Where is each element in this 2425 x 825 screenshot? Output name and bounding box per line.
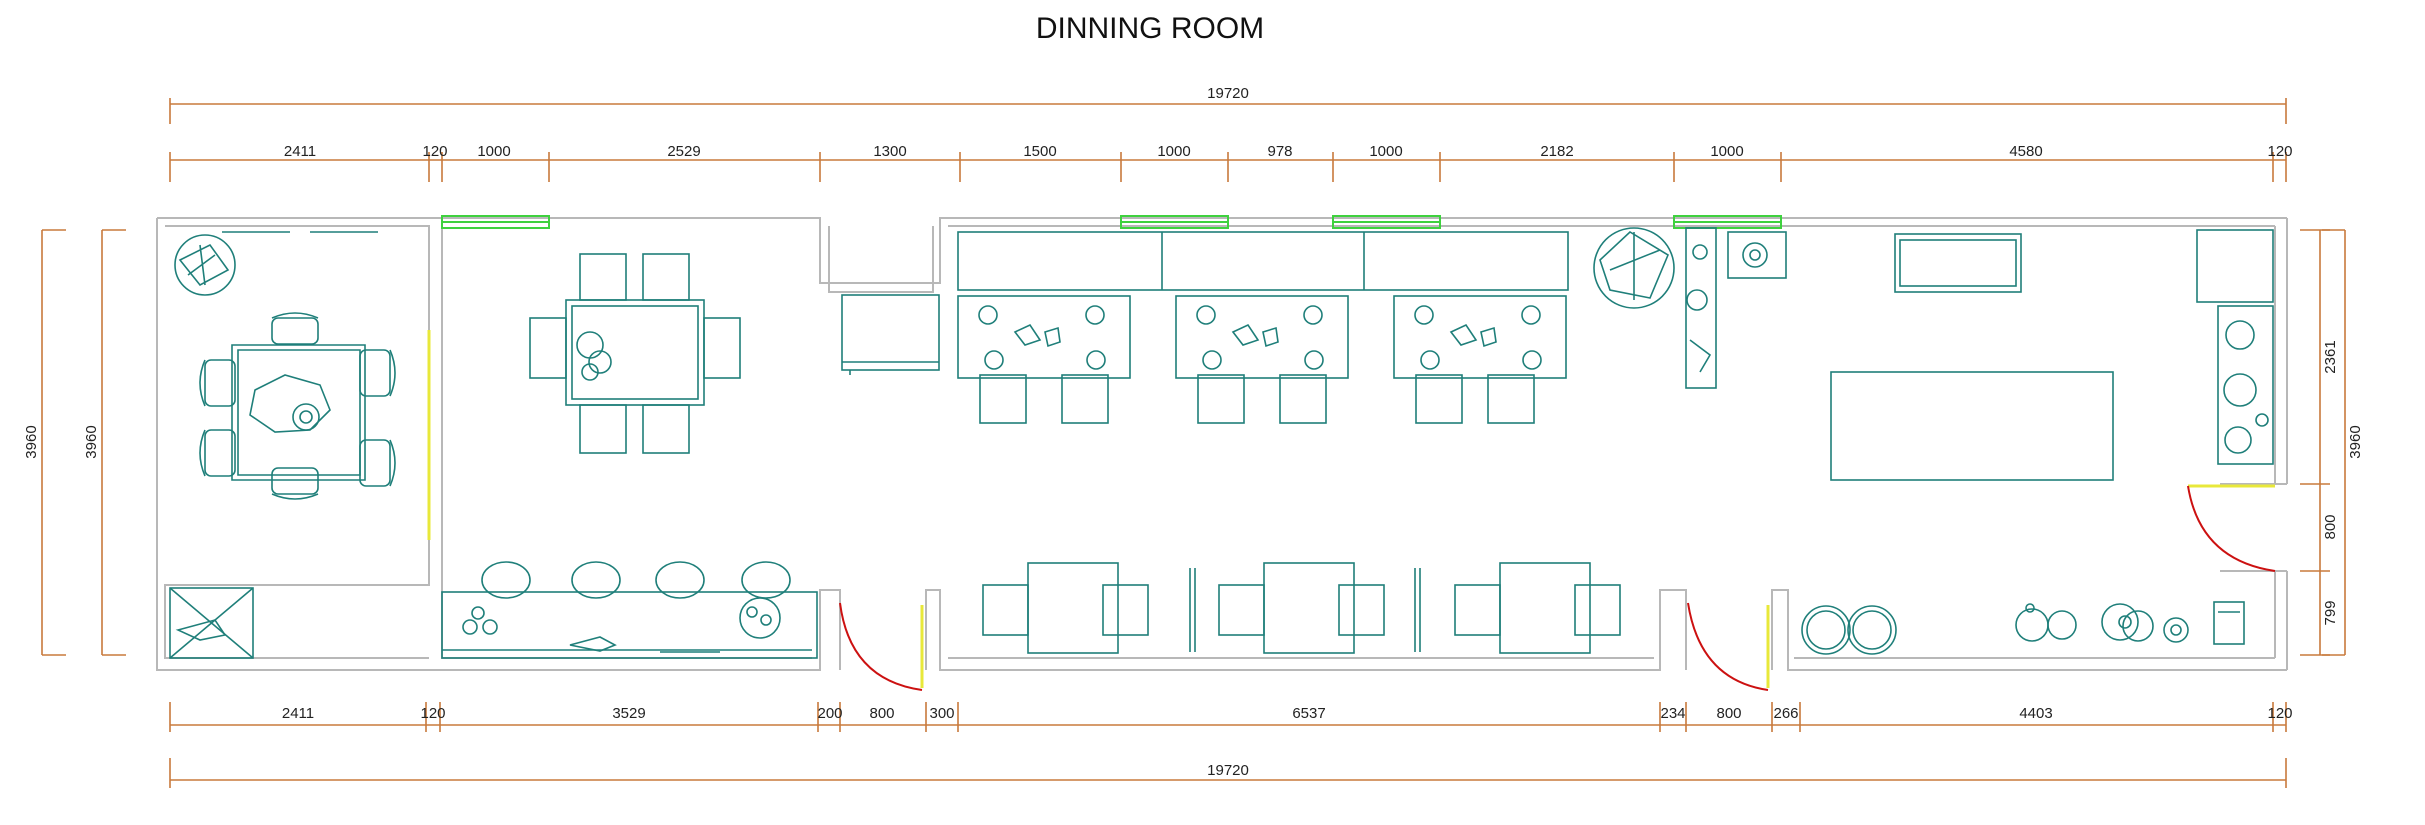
dim-bottom-12: 120 [2267,705,2292,722]
planter-shelf [2217,305,2274,465]
chair-18 [1487,374,1535,424]
display-shelf [1685,227,1717,389]
dim-bottom-10: 266 [1773,705,1798,722]
chair-8 [642,253,690,301]
dim-right-3: 799 [2322,600,2339,625]
small-table-1 [1027,562,1119,654]
plan-title: DINNING ROOM [1036,12,1264,45]
chair-5 [359,349,396,397]
tea-set [2101,603,2189,643]
chair-4 [199,429,236,477]
plant-2 [1593,227,1675,309]
chair-23 [1454,584,1501,636]
chair-11 [529,317,567,379]
dining-table-1 [231,344,366,481]
storage-box [169,587,254,659]
wall-counter [957,231,1569,291]
dim-bottom-4: 200 [817,705,842,722]
dim-top-6: 1500 [1023,143,1056,160]
side-table [1727,231,1787,279]
dim-bottom-3: 3529 [612,705,645,722]
cabinet [841,294,940,375]
chair-1 [271,312,319,345]
dim-left-outer: 3960 [23,425,40,458]
dim-bottom-6: 300 [929,705,954,722]
door-swing-1 [839,602,923,691]
dim-top-4: 2529 [667,143,700,160]
dim-top-1: 2411 [284,143,316,160]
dim-top-13: 120 [2267,143,2292,160]
chair-16 [1279,374,1327,424]
dim-bottom-5: 800 [869,705,894,722]
chair-24 [1574,584,1621,636]
chair-2 [271,467,319,500]
right-cabinet [2196,229,2274,303]
dim-top-8: 978 [1267,143,1292,160]
booth-table-3 [1393,295,1567,379]
bar-stool-3 [655,561,705,599]
chair-10 [642,404,690,454]
dim-top-12: 4580 [2009,143,2042,160]
dimension-lines [41,98,2346,788]
kettle [2015,603,2077,642]
chair-13 [979,374,1027,424]
dim-right-2: 800 [2322,514,2339,539]
walls [156,217,2288,671]
dim-top-11: 1000 [1710,143,1743,160]
dining-table-2 [565,299,705,406]
dim-bottom-8: 234 [1660,705,1685,722]
door-swing-2 [1687,602,1769,691]
chair-9 [579,404,627,454]
round-stool-2 [1847,605,1897,655]
chair-14 [1061,374,1109,424]
dim-top-7: 1000 [1157,143,1190,160]
dim-bottom-2: 120 [420,705,445,722]
dim-left-inner: 3960 [83,425,100,458]
booth-table-1 [957,295,1131,379]
bar-stool-4 [741,561,791,599]
chair-20 [1102,584,1149,636]
sofa [1894,233,2022,293]
dim-top-total: 19720 [1207,85,1249,102]
appliance [2213,601,2245,645]
chair-6 [359,439,396,487]
chair-12 [703,317,741,379]
dimension-labels: 19720 2411 120 1000 2529 1300 1500 1000 … [23,85,2364,779]
bar-stool-2 [571,561,621,599]
dim-bottom-7: 6537 [1292,705,1325,722]
dim-top-3: 1000 [477,143,510,160]
dim-top-2: 120 [422,143,447,160]
dim-bottom-total: 19720 [1207,762,1249,779]
plant-1 [174,234,236,296]
small-table-2 [1263,562,1355,654]
chair-22 [1338,584,1385,636]
small-table-3 [1499,562,1591,654]
dim-top-5: 1300 [873,143,906,160]
chair-3 [199,359,236,407]
chair-17 [1415,374,1463,424]
dim-right-1: 2361 [2322,340,2339,373]
booth-table-2 [1175,295,1349,379]
dim-right-outer: 3960 [2347,425,2364,458]
glazing [427,330,2275,688]
bar-counter [441,591,818,659]
large-table [1830,371,2114,481]
bar-stool-1 [481,561,531,599]
chair-19 [982,584,1029,636]
dim-bottom-1: 2411 [282,705,314,722]
dim-top-9: 1000 [1369,143,1402,160]
door-swings [839,485,2276,691]
chair-15 [1197,374,1245,424]
door-swing-3 [2187,485,2276,572]
chair-21 [1218,584,1265,636]
dim-top-10: 2182 [1540,143,1573,160]
windows [441,215,1782,229]
round-stool-1 [1801,605,1851,655]
dim-bottom-9: 800 [1716,705,1741,722]
dim-bottom-11: 4403 [2019,705,2052,722]
chair-7 [579,253,627,301]
